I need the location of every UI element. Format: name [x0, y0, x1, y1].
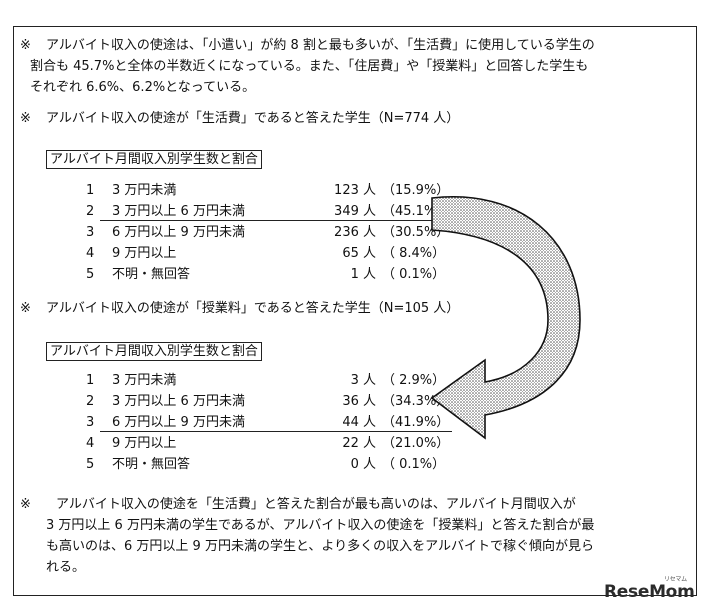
student-count: 22 人 — [342, 436, 376, 451]
row-number: 4 — [86, 246, 95, 261]
living-table-title: アルバイト月間収入別学生数と割合 — [46, 150, 262, 169]
top-note-line-2: 割合も 45.7%と全体の半数近くになっている。また、「住居費」や「授業料」と回… — [30, 59, 589, 74]
percentage: （ 8.4%） — [382, 246, 446, 261]
table-row: 4 9 万円以上 65 人 （ 8.4%） — [86, 245, 506, 263]
table-row: 1 3 万円未満 3 人 （ 2.9%） — [86, 372, 506, 390]
living-heading: アルバイト収入の使途が「生活費」であると答えた学生（N=774 人） — [46, 111, 460, 126]
table-row: 5 不明・無回答 1 人 （ 0.1%） — [86, 266, 506, 284]
bottom-note-line-3: も高いのは、6 万円以上 9 万円未満の学生と、より多くの収入をアルバイトで稼ぐ… — [46, 539, 595, 554]
income-range: 不明・無回答 — [112, 267, 191, 282]
income-range: 不明・無回答 — [112, 457, 191, 472]
student-count: 1 人 — [350, 267, 376, 282]
top-note-line-3: それぞれ 6.6%、6.2%となっている。 — [30, 80, 256, 95]
curved-arrow-icon — [430, 196, 581, 440]
table-row: 4 9 万円以上 22 人 （21.0%） — [86, 435, 506, 453]
student-count: 236 人 — [334, 225, 376, 240]
percentage: （ 2.9%） — [382, 373, 446, 388]
row-number: 1 — [86, 373, 95, 388]
note-mark: ※ — [20, 497, 31, 512]
student-count: 36 人 — [342, 394, 376, 409]
row-number: 2 — [86, 394, 95, 409]
row-number: 4 — [86, 436, 95, 451]
resemom-logo: ReseMom リセマム — [604, 576, 695, 602]
student-count: 0 人 — [350, 457, 376, 472]
tuition-table-title: アルバイト月間収入別学生数と割合 — [46, 342, 262, 361]
table-row: 1 3 万円未満 123 人 （15.9%） — [86, 182, 506, 200]
logo-text: ReseMom — [604, 582, 695, 602]
percentage: （41.9%） — [382, 415, 450, 430]
row-number: 1 — [86, 183, 95, 198]
student-count: 65 人 — [342, 246, 376, 261]
logo-subtext: リセマム — [664, 576, 687, 583]
student-count: 44 人 — [342, 415, 376, 430]
note-mark: ※ — [20, 38, 31, 53]
student-count: 123 人 — [334, 183, 376, 198]
tuition-heading: アルバイト収入の使途が「授業料」であると答えた学生（N=105 人） — [46, 301, 460, 316]
note-mark: ※ — [20, 111, 31, 126]
bottom-note-line-4: れる。 — [46, 560, 86, 575]
bottom-note-line-2: 3 万円以上 6 万円未満の学生であるが、アルバイト収入の使途を「授業料」と答え… — [46, 518, 595, 533]
top-note-line-1: アルバイト収入の使途は、「小遣い」が約 8 割と最も多いが、「生活費」に使用して… — [46, 38, 595, 53]
row-number: 3 — [86, 415, 95, 430]
income-range: 6 万円以上 9 万円未満 — [112, 225, 245, 240]
table-row: 5 不明・無回答 0 人 （ 0.1%） — [86, 456, 506, 474]
percentage: （ 0.1%） — [382, 457, 446, 472]
percentage: （ 0.1%） — [382, 267, 446, 282]
row-number: 5 — [86, 267, 95, 282]
row-number: 3 — [86, 225, 95, 240]
student-count: 3 人 — [350, 373, 376, 388]
income-range: 3 万円未満 — [112, 373, 177, 388]
income-range: 3 万円未満 — [112, 183, 177, 198]
income-range: 6 万円以上 9 万円未満 — [112, 415, 245, 430]
student-count: 349 人 — [334, 204, 376, 219]
percentage: （21.0%） — [382, 436, 450, 451]
row-number: 5 — [86, 457, 95, 472]
row-number: 2 — [86, 204, 95, 219]
bottom-note-line-1: アルバイト収入の使途を「生活費」と答えた割合が最も高いのは、アルバイト月間収入が — [56, 497, 576, 512]
document-frame — [13, 26, 697, 596]
table-row: 3 6 万円以上 9 万円未満 44 人 （41.9%） — [86, 414, 506, 432]
note-mark: ※ — [20, 301, 31, 316]
income-range: 3 万円以上 6 万円未満 — [112, 394, 245, 409]
income-range: 9 万円以上 — [112, 246, 177, 261]
income-range: 9 万円以上 — [112, 436, 177, 451]
percentage: （15.9%） — [382, 183, 450, 198]
income-range: 3 万円以上 6 万円未満 — [112, 204, 245, 219]
